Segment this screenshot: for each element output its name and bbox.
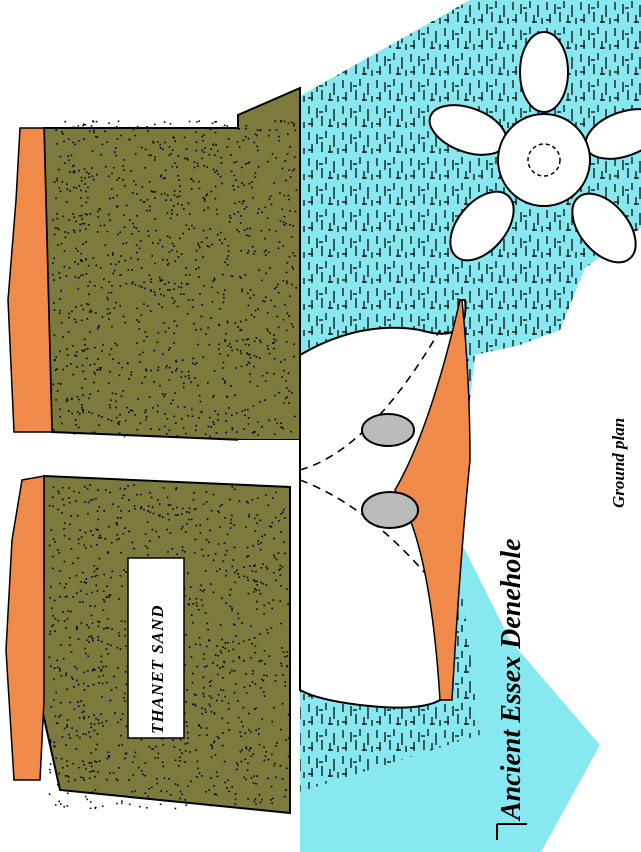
thanet-sand-text: THANET SAND xyxy=(148,604,167,734)
ground-plan-caption: Ground plan xyxy=(609,418,628,508)
diagram-title: Ancient Essex Denehole xyxy=(496,538,527,822)
thanet-sand-label: THANET SAND xyxy=(128,558,184,738)
denehole-chamber xyxy=(300,300,470,708)
title-group: Ancient Essex Denehole xyxy=(496,538,527,840)
denehole-shaft xyxy=(238,440,300,480)
